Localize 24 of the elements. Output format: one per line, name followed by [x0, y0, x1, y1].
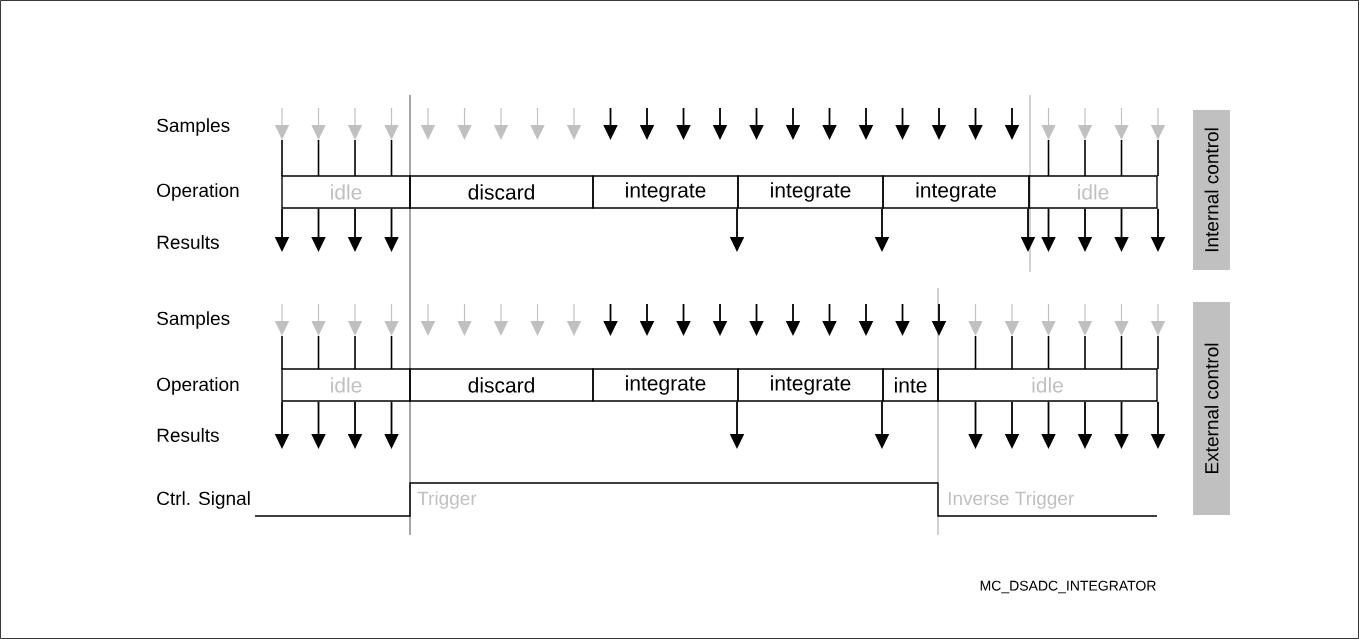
operation-cell: integrate [737, 175, 884, 209]
operation-cell: idle [1028, 175, 1158, 209]
figure-id: MC_DSADC_INTEGRATOR [980, 580, 1156, 594]
row-label: Ctrl. Signal [157, 491, 250, 509]
operation-cell: idle [281, 175, 411, 209]
operation-cell: discard [409, 175, 594, 209]
row-label: Samples [157, 311, 230, 329]
operation-cell: idle [937, 368, 1158, 402]
mode-band: External control [1193, 302, 1230, 515]
operation-cell: inte [882, 368, 939, 402]
row-label: Samples [157, 118, 230, 136]
operation-cell: idle [281, 368, 411, 402]
operation-cell: integrate [592, 175, 739, 209]
mode-band: Internal control [1193, 110, 1230, 270]
row-label: Operation [157, 183, 239, 201]
signal-label: Inverse Trigger [948, 491, 1074, 509]
row-label: Operation [157, 377, 239, 395]
operation-cell: integrate [592, 368, 739, 402]
signal-label: Trigger [417, 491, 477, 509]
row-label: Results [157, 428, 219, 442]
operation-cell: integrate [882, 175, 1030, 209]
operation-cell: discard [409, 368, 594, 402]
row-label: Results [157, 235, 219, 249]
operation-cell: integrate [737, 368, 884, 402]
